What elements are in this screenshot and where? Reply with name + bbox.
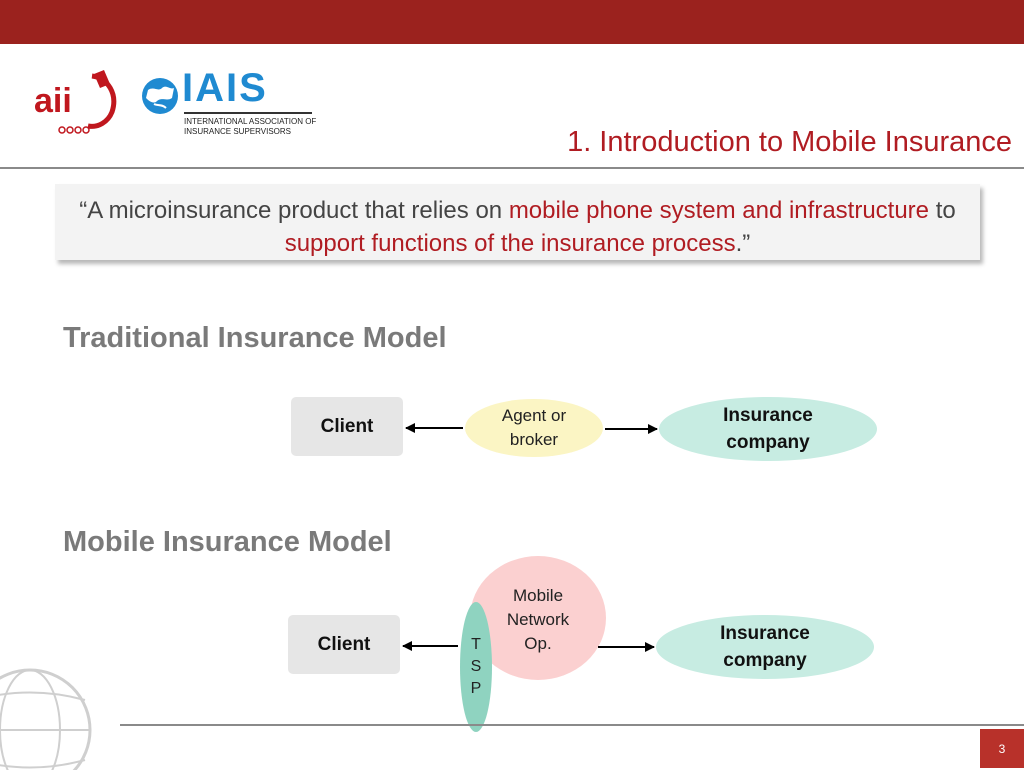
tsp-ellipse: T S P bbox=[460, 602, 492, 732]
agent-broker-ellipse: Agent or broker bbox=[465, 399, 603, 457]
definition-quote-box: “A microinsurance product that relies on… bbox=[55, 184, 980, 260]
mno-circle: Mobile Network Op. bbox=[470, 556, 606, 680]
iais-subtitle-1: INTERNATIONAL ASSOCIATION OF bbox=[184, 117, 317, 126]
quote-highlight-1: mobile phone system and infrastructure bbox=[508, 197, 930, 224]
traditional-client-box: Client bbox=[291, 397, 403, 456]
iais-subtitle-2: INSURANCE SUPERVISORS bbox=[184, 127, 291, 136]
mobile-insurer-label: Insurance company bbox=[720, 623, 810, 671]
footer-globe-watermark bbox=[0, 668, 92, 770]
page-number: 3 bbox=[980, 729, 1024, 768]
iais-wordmark: IAIS bbox=[182, 66, 268, 110]
quote-text-open: “A microinsurance product that relies on bbox=[79, 197, 509, 224]
quote-highlight-2: support functions of the insurance proce… bbox=[284, 230, 736, 257]
agent-broker-label: Agent or broker bbox=[501, 406, 567, 449]
top-banner bbox=[0, 0, 1024, 44]
mno-label: Mobile Network Op. bbox=[506, 586, 570, 653]
mobile-insurer-ellipse: Insurance company bbox=[656, 615, 874, 679]
mobile-model-heading: Mobile Insurance Model bbox=[63, 526, 392, 558]
globe-icon bbox=[142, 78, 178, 114]
iais-underline bbox=[184, 112, 312, 114]
tsp-letter-t: T bbox=[471, 636, 481, 653]
traditional-model-heading: Traditional Insurance Model bbox=[63, 322, 447, 354]
header-divider bbox=[0, 167, 1024, 169]
quote-text-close: .” bbox=[735, 230, 751, 257]
traditional-insurer-ellipse: Insurance company bbox=[659, 397, 877, 461]
aii-logo-text: aii bbox=[34, 82, 72, 120]
mobile-client-box: Client bbox=[288, 615, 400, 674]
footer-divider bbox=[120, 724, 1024, 726]
aii-logo: aii bbox=[32, 70, 122, 138]
iais-logo: IAIS INTERNATIONAL ASSOCIATION OF INSURA… bbox=[140, 66, 320, 142]
aii-logo-graphic: aii bbox=[34, 70, 117, 134]
tsp-letter-p: P bbox=[470, 680, 482, 697]
quote-text-mid: to bbox=[929, 197, 956, 224]
traditional-insurer-label: Insurance company bbox=[723, 405, 813, 453]
tsp-letter-s: S bbox=[470, 658, 482, 675]
slide-title: 1. Introduction to Mobile Insurance bbox=[567, 126, 1012, 158]
